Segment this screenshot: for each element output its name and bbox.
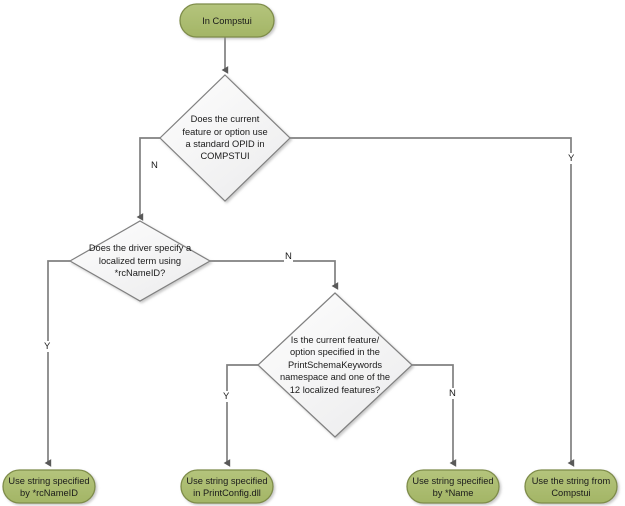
node-output1-shape bbox=[2, 469, 96, 504]
edge-decision2-no-to-decision3 bbox=[210, 260, 339, 290]
node-decision3-shape bbox=[257, 292, 413, 438]
edge-decision2-yes-to-output1 bbox=[44, 260, 70, 467]
node-start-shape bbox=[179, 3, 275, 38]
node-decision1-shape bbox=[159, 74, 291, 202]
edge-decision1-no-to-decision2 bbox=[136, 137, 160, 221]
edge-decision3-no-to-output3 bbox=[412, 364, 457, 467]
edge-label-decision2-yes: Y bbox=[43, 341, 52, 352]
node-output2-shape bbox=[180, 469, 274, 504]
edge-label-decision1-no: N bbox=[150, 160, 159, 171]
node-output3-shape bbox=[406, 469, 500, 504]
edge-decision3-yes-to-output2 bbox=[223, 364, 258, 467]
edge-decision1-yes-to-output4 bbox=[290, 137, 575, 467]
node-output4-shape bbox=[524, 469, 618, 504]
edge-label-decision3-no: N bbox=[448, 388, 457, 399]
edge-label-decision1-yes: Y bbox=[567, 153, 576, 164]
edge-label-decision3-yes: Y bbox=[222, 391, 231, 402]
node-decision2-shape bbox=[68, 220, 212, 302]
edge-label-decision2-no: N bbox=[284, 251, 293, 262]
